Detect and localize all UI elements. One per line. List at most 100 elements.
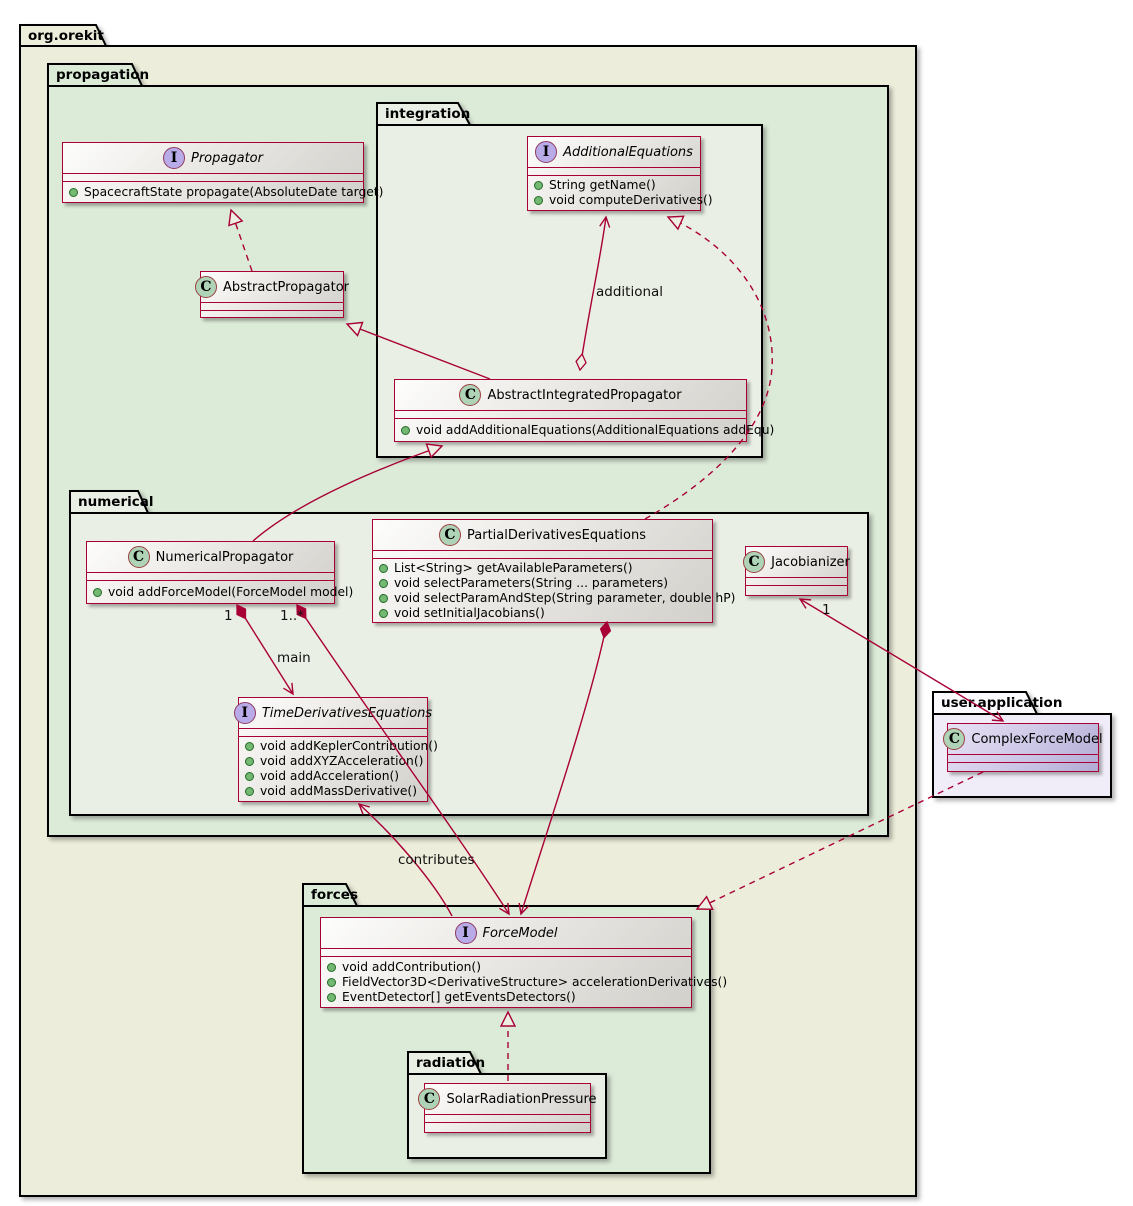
- public-visibility-icon: [245, 757, 254, 766]
- interface-icon: I: [535, 141, 558, 163]
- public-visibility-icon: [379, 563, 388, 573]
- class-title: I AdditionalEquations: [528, 137, 700, 167]
- package-radiation-label: radiation: [416, 1055, 486, 1071]
- public-visibility-icon: [327, 977, 336, 987]
- methods-compartment: List<String> getAvailableParameters()voi…: [373, 559, 735, 622]
- class-icon: C: [127, 546, 150, 568]
- edge-numericalpropagator-extends-abstractintegratedpropagator: [252, 443, 444, 542]
- methods-compartment: void addForceModel(ForceModel model): [87, 581, 353, 603]
- method-label: void addForceModel(ForceModel model): [108, 584, 354, 599]
- fields-compartment: [373, 550, 712, 559]
- method-row: String getName(): [534, 178, 694, 193]
- class-box-solar-radiation-pressure: C SolarRadiationPressure: [418, 1083, 597, 1133]
- class-name: AbstractPropagator: [222, 279, 350, 295]
- public-visibility-icon: [245, 772, 254, 781]
- fields-compartment: [746, 577, 847, 586]
- multiplicity-jacobianizer-1: 1: [822, 602, 831, 618]
- class-name: PartialDerivativesEquations: [467, 527, 646, 543]
- public-visibility-icon: [327, 992, 336, 1002]
- fields-compartment: [425, 1114, 590, 1123]
- edge-partialderivatives-composes-forcemodel: [518, 620, 612, 916]
- class-title: I Propagator: [63, 143, 363, 173]
- public-visibility-icon: [245, 742, 254, 751]
- public-visibility-icon: [379, 578, 388, 588]
- class-title: C PartialDerivativesEquations: [373, 520, 712, 550]
- methods-compartment: String getName()void computeDerivatives(…: [528, 176, 713, 210]
- public-visibility-icon: [401, 425, 410, 435]
- class-box-jacobianizer: C Jacobianizer: [743, 546, 850, 596]
- method-row: void addAdditionalEquations(AdditionalEq…: [401, 423, 774, 438]
- fields-compartment: [87, 572, 334, 581]
- class-box-numerical-propagator: C NumericalPropagator void addForceModel…: [86, 541, 353, 604]
- public-visibility-icon: [534, 181, 543, 190]
- edge-abstractpropagator-realizes-propagator: [228, 208, 253, 272]
- edge-abstractintegratedpropagator-aggregates-additionalequations: [575, 215, 611, 372]
- method-row: FieldVector3D<DerivativeStructure> accel…: [327, 975, 727, 990]
- class-title: C ComplexForceModel: [943, 724, 1103, 754]
- edge-jacobianizer-complexforcemodel: [798, 598, 1005, 722]
- class-box-complex-force-model: C ComplexForceModel: [943, 723, 1103, 772]
- class-icon: C: [943, 728, 966, 750]
- package-org-orekit-label: org.orekit: [28, 28, 104, 44]
- methods-compartment: void addAdditionalEquations(AdditionalEq…: [395, 419, 774, 441]
- class-title: C SolarRadiationPressure: [418, 1084, 597, 1114]
- package-numerical-label: numerical: [78, 494, 154, 510]
- interface-icon: I: [454, 922, 477, 944]
- method-row: void addContribution(): [327, 960, 685, 975]
- class-name: SolarRadiationPressure: [446, 1091, 597, 1107]
- methods-compartment: SpacecraftState propagate(AbsoluteDate t…: [63, 182, 383, 202]
- public-visibility-icon: [379, 593, 388, 603]
- class-icon: C: [418, 1088, 441, 1110]
- method-row: EventDetector[] getEventsDetectors(): [327, 990, 685, 1005]
- method-label: List<String> getAvailableParameters(): [394, 560, 633, 575]
- multiplicity-main-1: 1: [224, 608, 233, 624]
- class-box-partial-derivatives-equations: C PartialDerivativesEquations List<Strin…: [372, 519, 735, 623]
- interface-icon: I: [163, 147, 185, 169]
- public-visibility-icon: [327, 962, 336, 972]
- method-label: EventDetector[] getEventsDetectors(): [342, 989, 576, 1004]
- edge-abstractintegratedpropagator-extends-abstractpropagator: [345, 321, 491, 380]
- class-box-additional-equations: I AdditionalEquations String getName()vo…: [527, 136, 713, 211]
- class-name: NumericalPropagator: [155, 549, 294, 565]
- class-title: I ForceModel: [321, 918, 691, 948]
- class-name: ComplexForceModel: [971, 731, 1103, 747]
- interface-icon: I: [233, 702, 256, 724]
- class-title: C AbstractIntegratedPropagator: [395, 380, 746, 410]
- fields-compartment: [528, 167, 700, 176]
- method-label: void selectParamAndStep(String parameter…: [394, 590, 736, 605]
- method-row: void selectParameters(String ... paramet…: [379, 576, 706, 591]
- class-box-abstract-integrated-propagator: C AbstractIntegratedPropagator void addA…: [394, 379, 774, 442]
- edge-label-main: main: [277, 650, 311, 666]
- package-integration-label: integration: [385, 106, 471, 122]
- method-label: void selectParameters(String ... paramet…: [394, 575, 669, 590]
- edge-numericalpropagator-composes-forcemodel: [296, 603, 510, 916]
- public-visibility-icon: [93, 587, 102, 597]
- method-label: void addAdditionalEquations(AdditionalEq…: [416, 422, 775, 437]
- edge-numericalpropagator-composes-timederivatives-main: [236, 603, 294, 696]
- fields-compartment: [395, 410, 746, 419]
- method-row: List<String> getAvailableParameters(): [379, 561, 706, 576]
- edge-partialderivatives-realizes-additionalequations: [644, 215, 773, 520]
- class-title: C NumericalPropagator: [87, 542, 334, 572]
- fields-compartment: [948, 754, 1098, 763]
- edge-label-additional: additional: [596, 284, 664, 300]
- methods-compartment: void addContribution()FieldVector3D<Deri…: [321, 957, 727, 1007]
- method-label: void addContribution(): [342, 959, 482, 974]
- class-name: AbstractIntegratedPropagator: [487, 387, 682, 403]
- public-visibility-icon: [534, 196, 543, 205]
- public-visibility-icon: [245, 787, 254, 796]
- class-title: C AbstractPropagator: [194, 272, 349, 302]
- public-visibility-icon: [69, 187, 78, 197]
- class-icon: C: [459, 384, 482, 406]
- class-name: AdditionalEquations: [563, 144, 693, 160]
- method-row: void selectParamAndStep(String parameter…: [379, 591, 735, 606]
- method-row: void addForceModel(ForceModel model): [93, 585, 353, 600]
- edge-forcemodel-contributes-timederivatives: [357, 802, 453, 917]
- edge-complexforcemodel-realizes-forcemodel: [695, 771, 984, 910]
- method-label: String getName(): [549, 178, 656, 192]
- class-name: Propagator: [191, 150, 263, 166]
- method-row: void computeDerivatives(): [534, 193, 713, 208]
- multiplicity-forces-1-star: 1..*: [280, 608, 304, 624]
